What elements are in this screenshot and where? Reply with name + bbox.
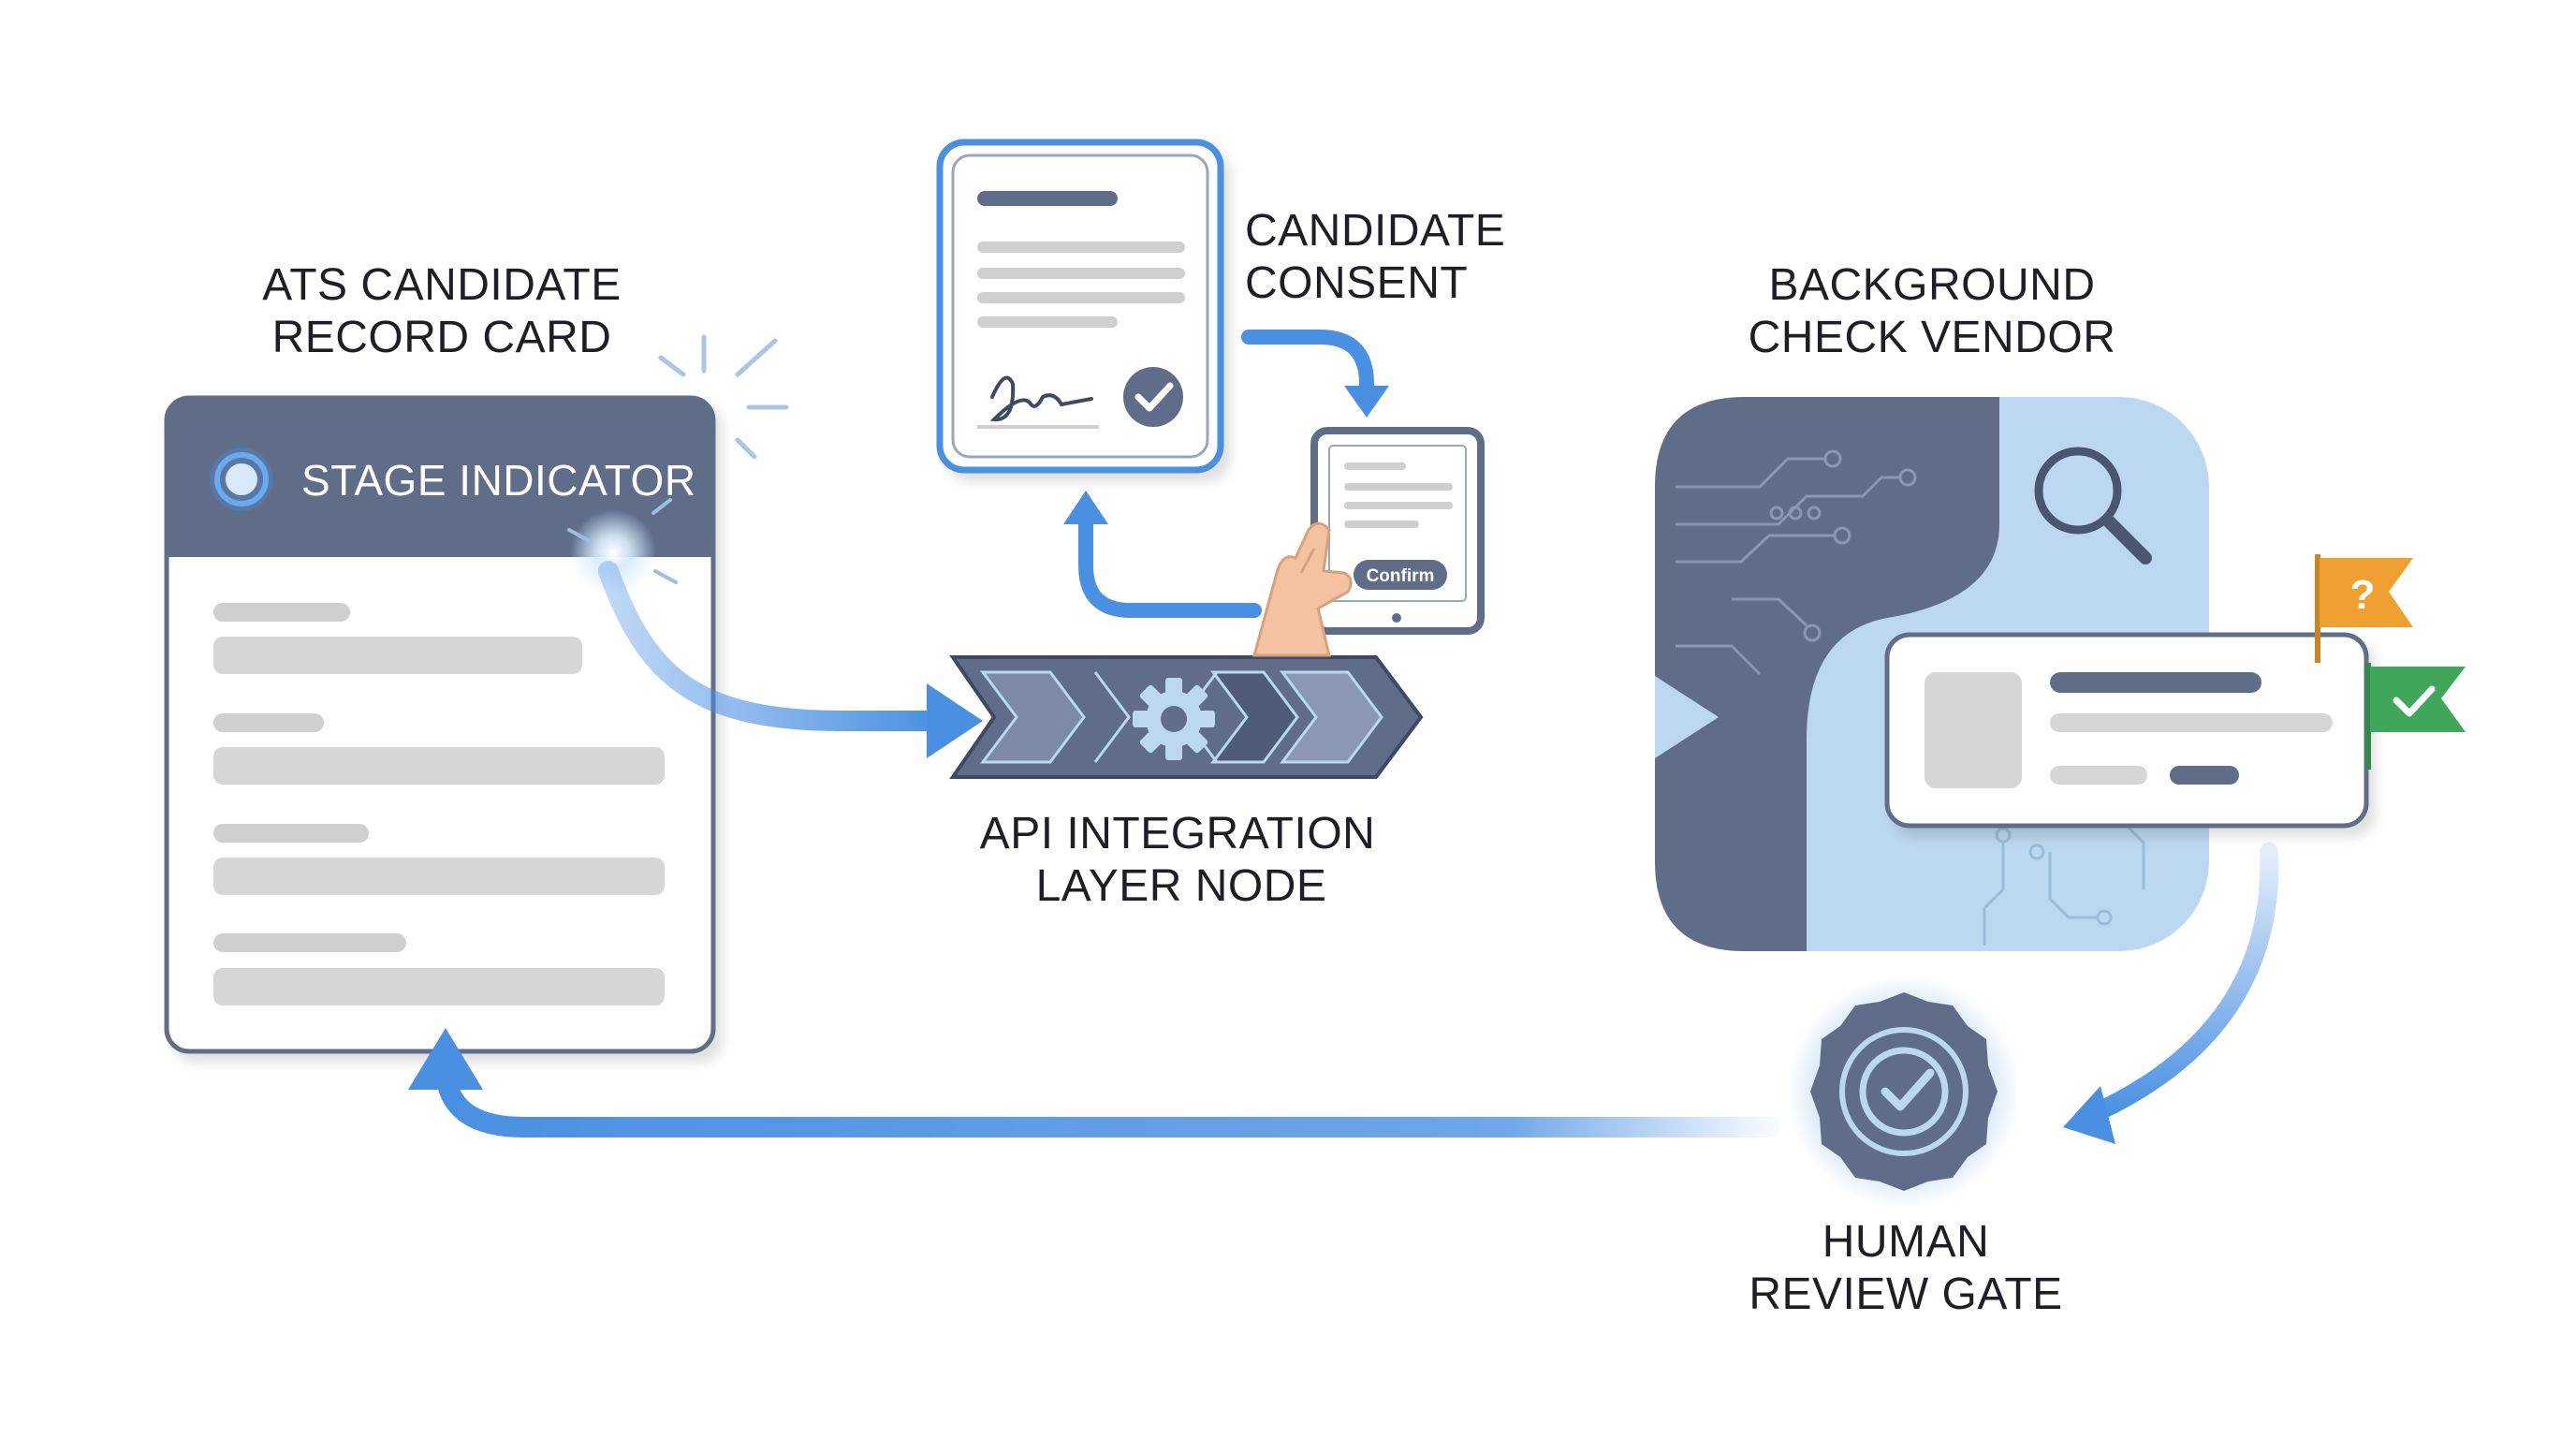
sparkle-icon xyxy=(658,334,789,460)
ats-label-line1: ATS CANDIDATE xyxy=(262,260,621,310)
stage-ring-icon xyxy=(210,448,273,511)
tablet-lines xyxy=(1344,462,1453,528)
ats-card-lines xyxy=(213,603,665,1005)
consent-document-lines xyxy=(977,191,1185,429)
api-label-line1: API INTEGRATION xyxy=(980,809,1376,858)
api-label: API INTEGRATION LAYER NODE xyxy=(980,809,1376,911)
consent-label: CANDIDATE CONSENT xyxy=(1245,206,1505,308)
arrow-head-doc xyxy=(1063,491,1108,524)
consent-label-line1: CANDIDATE xyxy=(1245,206,1505,256)
badge-check-icon[interactable] xyxy=(1810,992,1998,1191)
signature-icon xyxy=(989,375,1093,422)
consent-label-line2: CONSENT xyxy=(1245,258,1468,308)
hand-icon xyxy=(1252,521,1353,657)
confirm-button-label: Confirm xyxy=(1367,566,1435,586)
flag-question-label: ? xyxy=(2350,572,2376,618)
ats-label-line2: RECORD CARD xyxy=(272,313,612,362)
arrow-doc-to-tablet xyxy=(1241,330,1374,401)
review-label-line2: REVIEW GATE xyxy=(1749,1269,2062,1319)
arrow-card-to-api xyxy=(598,561,946,731)
confirm-button[interactable]: Confirm xyxy=(1354,560,1447,590)
arrow-tablet-to-doc xyxy=(1078,513,1262,618)
arrow-review-to-card xyxy=(435,1057,1779,1137)
vendor-label-line2: CHECK VENDOR xyxy=(1749,313,2116,362)
check-flag-icon xyxy=(2365,663,2466,770)
stage-indicator-label: STAGE INDICATOR xyxy=(301,456,696,505)
ats-label: ATS CANDIDATE RECORD CARD xyxy=(262,260,621,362)
consent-check-icon xyxy=(1123,367,1183,427)
arrow-head-card xyxy=(408,1028,483,1090)
arrow-vendor-to-review xyxy=(2084,843,2279,1123)
result-card-content xyxy=(1925,672,2333,788)
vendor-label: BACKGROUND CHECK VENDOR xyxy=(1749,260,2116,362)
review-label: HUMAN REVIEW GATE xyxy=(1749,1217,2062,1319)
magnifier-icon xyxy=(2034,447,2152,565)
api-label-line2: LAYER NODE xyxy=(1036,861,1327,911)
consent-tablet[interactable] xyxy=(1310,427,1485,635)
review-label-line1: HUMAN xyxy=(1822,1217,1990,1267)
gear-icon xyxy=(1133,678,1215,760)
glow-rays xyxy=(567,498,678,584)
arrow-head-api xyxy=(927,683,983,758)
vendor-label-line1: BACKGROUND xyxy=(1768,260,2095,310)
glow-icon xyxy=(570,509,656,595)
arrow-head-review xyxy=(2063,1086,2115,1144)
question-flag-icon: ? xyxy=(2315,554,2413,663)
arrow-head-tablet xyxy=(1344,386,1389,418)
